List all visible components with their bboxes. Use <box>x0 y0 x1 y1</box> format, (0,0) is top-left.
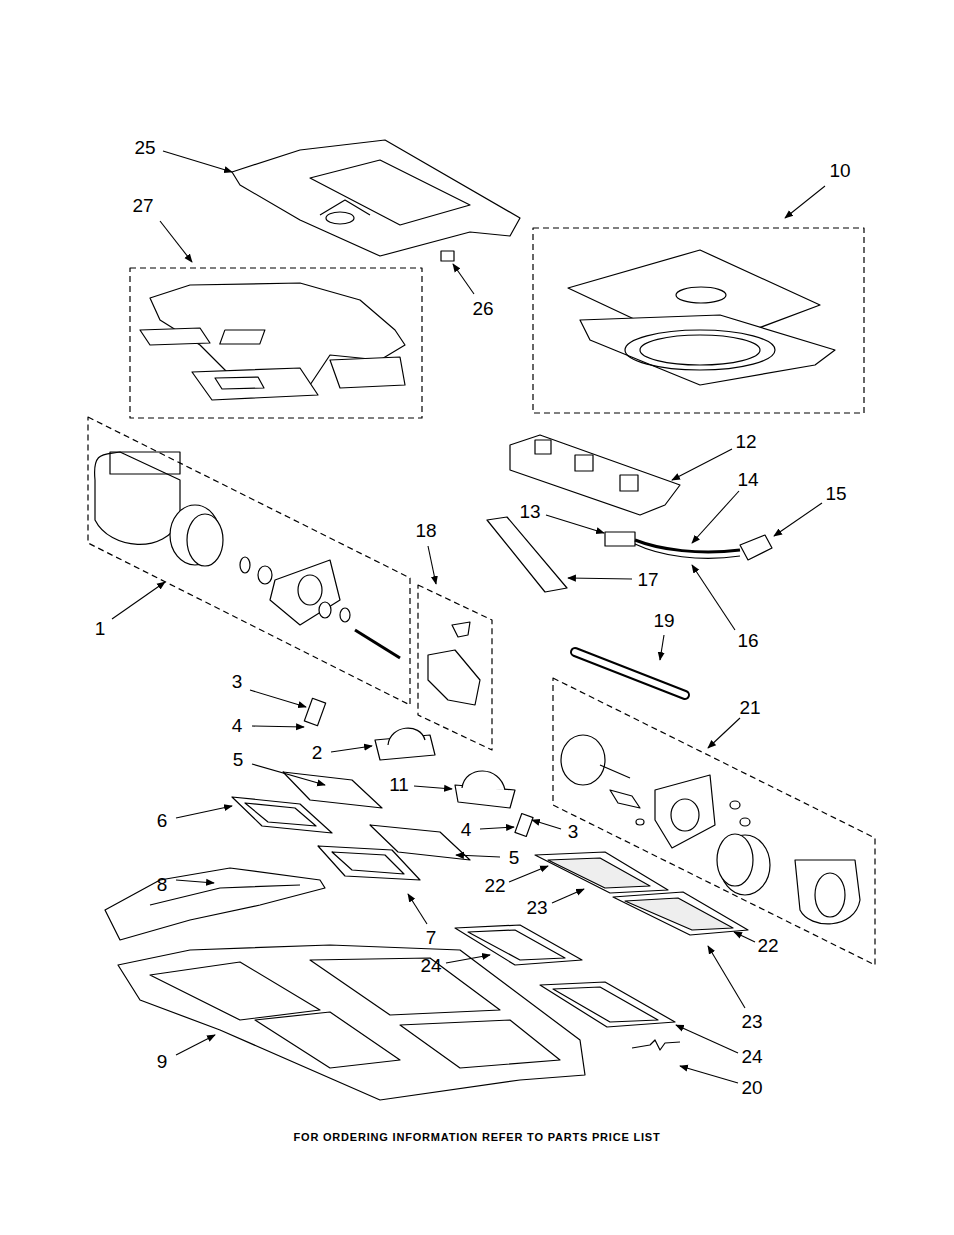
callout-number: 27 <box>130 195 155 216</box>
footer-caption: FOR ORDERING INFORMATION REFER TO PARTS … <box>0 1131 954 1143</box>
callout-number: 9 <box>155 1051 170 1072</box>
callout-number: 18 <box>413 520 438 541</box>
callout-number: 8 <box>155 874 170 895</box>
callout-number: 3 <box>566 821 581 842</box>
callout-number: 22 <box>482 875 507 896</box>
callout-number: 5 <box>231 749 246 770</box>
callout-number: 11 <box>387 774 411 795</box>
callout-number: 24 <box>739 1046 764 1067</box>
callout-number: 4 <box>230 715 245 736</box>
callout-number: 4 <box>459 819 474 840</box>
callout-number: 2 <box>310 742 325 763</box>
callout-number: 7 <box>424 927 439 948</box>
callout-number: 17 <box>635 569 660 590</box>
callout-number: 21 <box>737 697 762 718</box>
callout-number: 14 <box>735 469 760 490</box>
callout-number: 5 <box>507 847 522 868</box>
callout-number: 23 <box>524 897 549 918</box>
callout-number: 6 <box>155 810 170 831</box>
callout-number: 23 <box>739 1011 764 1032</box>
callout-number: 19 <box>651 610 676 631</box>
callout-number: 15 <box>823 483 848 504</box>
callout-number: 13 <box>517 501 542 522</box>
callout-number: 24 <box>418 955 443 976</box>
callout-number: 22 <box>755 935 780 956</box>
callout-number: 16 <box>735 630 760 651</box>
callout-number: 10 <box>827 160 852 181</box>
callout-number: 25 <box>132 137 157 158</box>
callout-number: 1 <box>93 618 108 639</box>
callout-number: 3 <box>230 671 245 692</box>
callout-number: 12 <box>733 431 758 452</box>
callout-number: 20 <box>739 1077 764 1098</box>
callout-number: 26 <box>470 298 495 319</box>
